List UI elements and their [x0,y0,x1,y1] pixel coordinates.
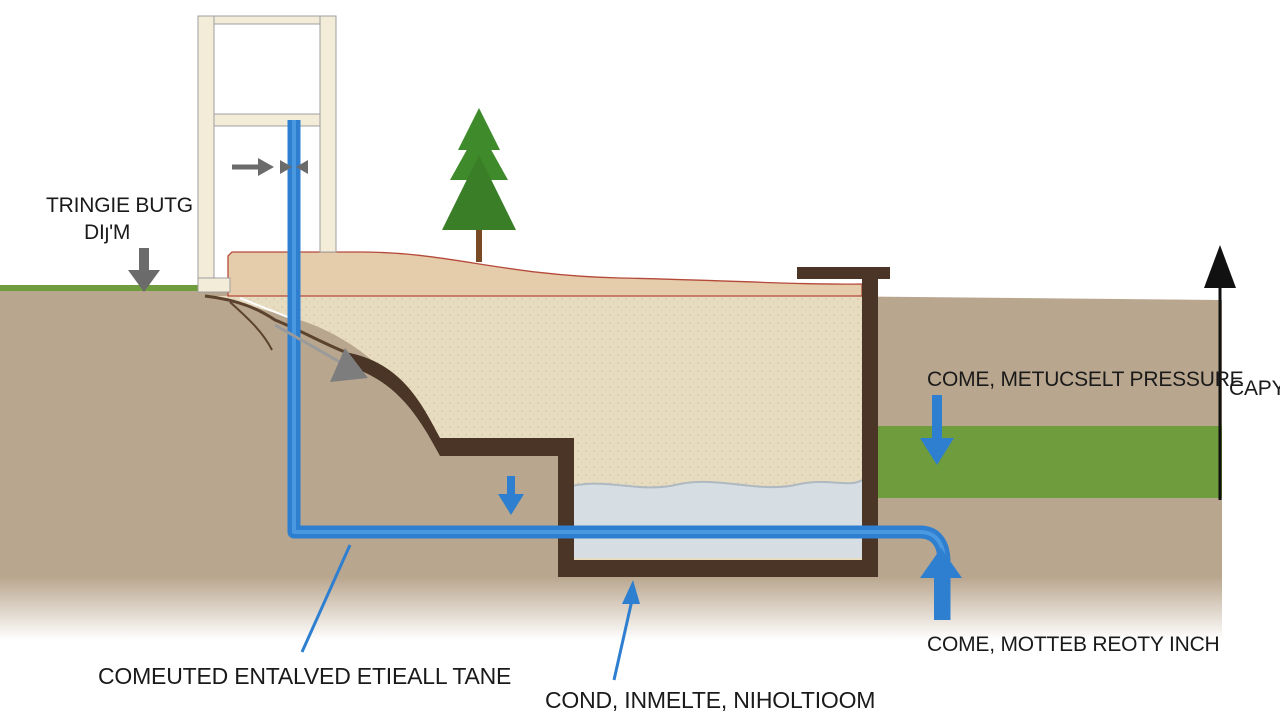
label-top-left-2: DIȷ'M [84,221,131,244]
water-zone [572,480,862,558]
arrow-gray-diagonal [274,323,368,382]
arrow-up-icon [1204,245,1236,500]
arrow-down-icon [920,395,954,465]
root-streak [204,294,346,354]
label-right-axis: CAPY [1229,377,1280,400]
leader-line [300,544,352,653]
label-right-middle: COME, METUCSELT PRESSURE [927,368,1244,391]
arrow-right-icon [280,160,308,174]
right-grass [878,426,1222,498]
label-right-bottom: COME, MOTTEB REOTY INCH [927,633,1220,656]
water-surface [571,479,863,489]
topsoil-mound [227,251,863,297]
label-top-left-1: TRINGIE BUTG [46,194,193,217]
arrow-down-icon [128,248,160,292]
arrow-up-icon [920,548,962,620]
arrow-right-icon [232,158,274,176]
tree-icon [442,108,516,262]
arrow-up-icon [612,580,640,681]
left-grass [0,285,200,291]
label-bottom-left: COMEUTED ENTALVED ETIEALL TANE [98,663,512,689]
label-bottom-center: COND, INMELTE, NIHOLTIOOM [545,687,876,713]
arrow-down-icon [498,476,524,515]
building-frame [197,15,337,293]
